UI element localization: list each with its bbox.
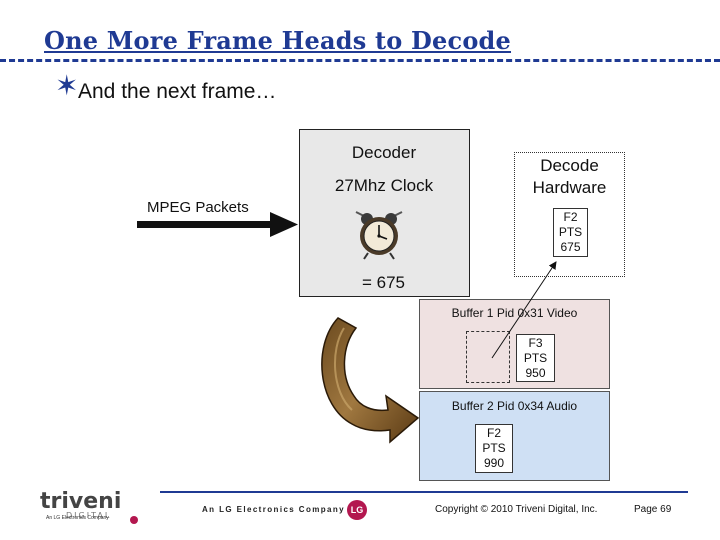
logo-tagline: An LG Electronics Company bbox=[46, 515, 109, 521]
logo-subtext: DIGITAL bbox=[66, 511, 111, 520]
copyright-text: Copyright © 2010 Triveni Digital, Inc. bbox=[435, 504, 598, 515]
decode-hardware-label: Decode Hardware bbox=[532, 156, 607, 197]
footer-divider bbox=[160, 491, 688, 493]
curved-flow-arrow bbox=[321, 317, 420, 444]
buffer1-empty-slot bbox=[466, 331, 510, 383]
clock-value: = 675 bbox=[362, 273, 406, 292]
buffer2-frame-name: F2 bbox=[486, 426, 501, 440]
lg-logo-icon: LG bbox=[347, 500, 367, 520]
clock-label: 27Mhz Clock bbox=[334, 176, 434, 195]
decoder-box bbox=[299, 129, 470, 297]
logo-text: triveni bbox=[40, 489, 121, 514]
hardware-frame-box: F2 PTS 675 bbox=[553, 208, 588, 257]
mpeg-packets-label: MPEG Packets bbox=[147, 199, 249, 216]
slide-title: One More Frame Heads to Decode bbox=[44, 26, 512, 55]
hardware-frame-pts: 675 bbox=[560, 240, 581, 254]
buffer1-frame-name: F3 bbox=[528, 336, 543, 350]
title-divider bbox=[0, 59, 720, 62]
buffer1-frame-pts: 950 bbox=[525, 366, 546, 380]
buffer2-box bbox=[419, 391, 610, 481]
triveni-digital-logo: triveni DIGITAL bbox=[40, 489, 138, 524]
bullet-text: And the next frame… bbox=[78, 80, 277, 103]
decoder-label: Decoder bbox=[351, 143, 417, 162]
page-number: Page 69 bbox=[634, 504, 672, 515]
buffer2-label: Buffer 2 Pid 0x34 Audio bbox=[451, 399, 578, 413]
buffer1-label: Buffer 1 Pid 0x31 Video bbox=[451, 306, 578, 320]
hardware-frame-pts-label: PTS bbox=[558, 225, 583, 239]
buffer2-frame-pts-label: PTS bbox=[482, 441, 506, 455]
buffer1-frame-box: F3 PTS 950 bbox=[516, 334, 555, 382]
lg-company-text: An LG Electronics Company bbox=[202, 505, 346, 514]
buffer2-frame-box: F2 PTS 990 bbox=[475, 424, 513, 473]
decode-hardware-box bbox=[514, 152, 625, 277]
buffer2-frame-pts: 990 bbox=[483, 456, 505, 470]
buffer1-frame-pts-label: PTS bbox=[523, 351, 548, 365]
bullet-star-icon: ✶ bbox=[55, 70, 79, 101]
hardware-frame-name: F2 bbox=[563, 210, 578, 224]
